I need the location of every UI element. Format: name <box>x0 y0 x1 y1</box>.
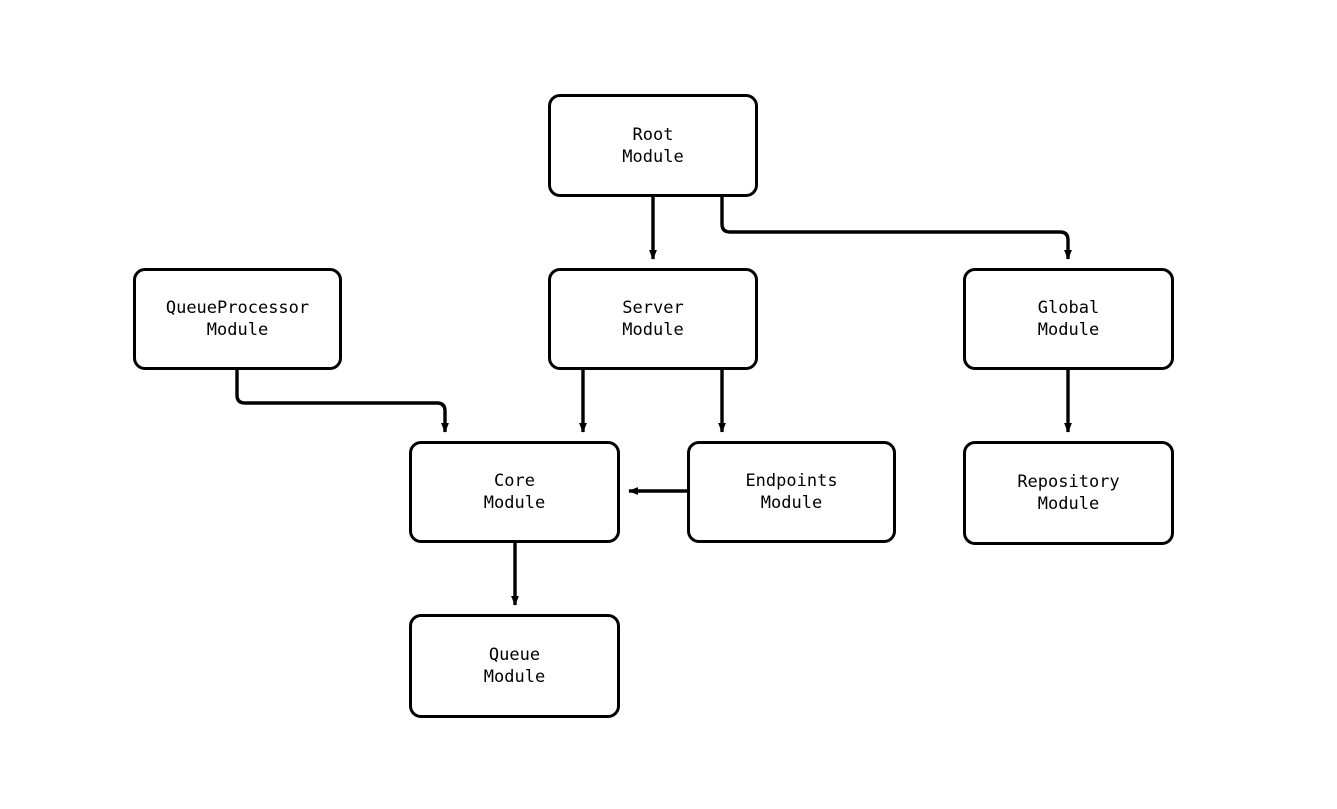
node-server-module[interactable]: Server Module <box>548 268 758 370</box>
node-global-module-label-line1: Global <box>1037 298 1100 318</box>
node-queue-module-label-line2: Module <box>483 667 546 687</box>
edge-root-to-global <box>720 197 1072 260</box>
node-queueprocessor-module-label-line1: QueueProcessor <box>165 298 310 318</box>
node-global-module[interactable]: Global Module <box>963 268 1174 370</box>
node-repository-module[interactable]: Repository Module <box>963 441 1174 545</box>
node-repository-module-label-line1: Repository <box>1017 472 1120 492</box>
node-queue-module[interactable]: Queue Module <box>409 614 620 718</box>
node-core-module[interactable]: Core Module <box>409 441 620 543</box>
node-queueprocessor-module-label-line2: Module <box>206 320 269 340</box>
node-server-module-label-line1: Server <box>622 298 684 318</box>
node-queue-module-label-line1: Queue <box>488 645 541 665</box>
edge-queueprocessor-to-core <box>235 370 449 433</box>
node-endpoints-module-label-line2: Module <box>760 493 823 513</box>
node-core-module-label-line1: Core <box>494 471 535 491</box>
node-core-module-label-line2: Module <box>483 493 546 513</box>
node-endpoints-module[interactable]: Endpoints Module <box>687 441 896 543</box>
node-queueprocessor-module[interactable]: QueueProcessor Module <box>133 268 342 370</box>
node-root-module-label-line2: Module <box>622 146 684 167</box>
node-global-module-label-line2: Module <box>1037 320 1100 340</box>
node-endpoints-module-label-line1: Endpoints <box>745 471 838 491</box>
node-root-module-label-line1: Root <box>632 124 674 145</box>
node-repository-module-label-line2: Module <box>1037 494 1100 514</box>
node-server-module-label-line2: Module <box>622 320 684 340</box>
node-root-module[interactable]: Root Module <box>548 94 758 197</box>
